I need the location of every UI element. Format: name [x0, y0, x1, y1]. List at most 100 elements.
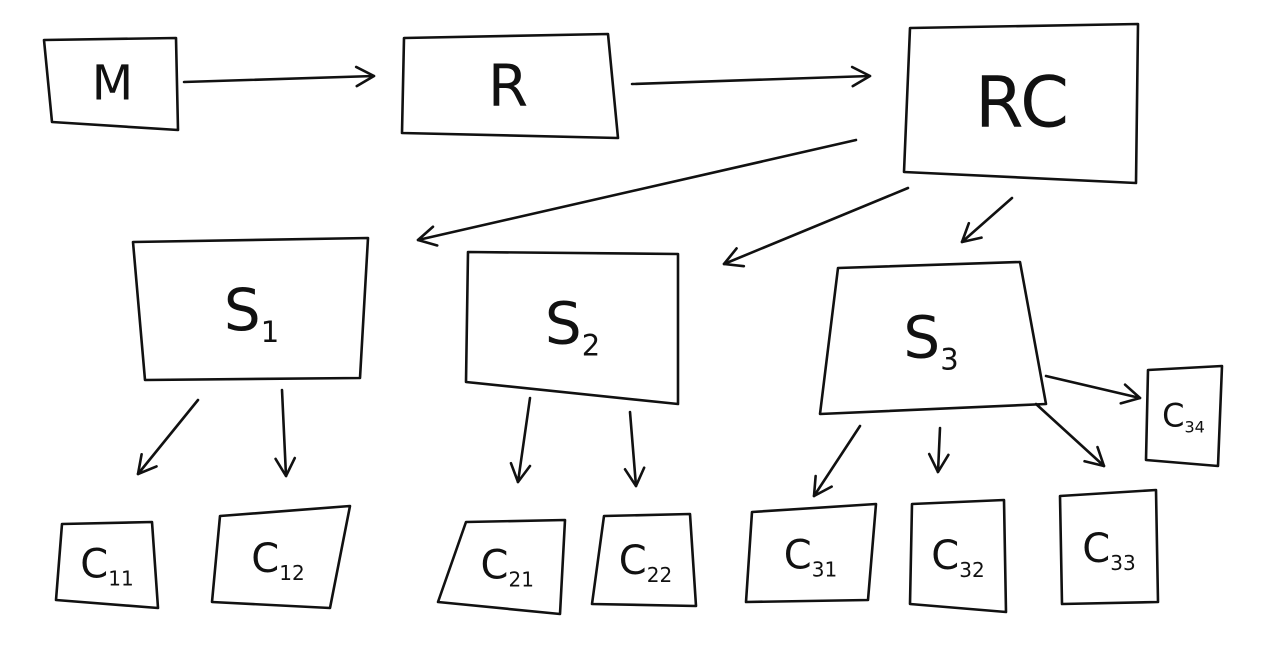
arrow-s3-c31 — [812, 424, 862, 498]
node-label-base: R — [488, 52, 528, 120]
arrow-shaft — [280, 388, 288, 478]
node-s1: S1 — [131, 236, 370, 382]
node-label-base: C — [1162, 397, 1184, 435]
arrow-shaft — [516, 396, 532, 484]
arrow-s3-c34 — [1044, 374, 1142, 405]
arrow-shaft — [630, 74, 872, 86]
node-label-base: M — [92, 55, 133, 111]
arrow-head — [1119, 383, 1142, 405]
arrow-shaft — [1034, 402, 1106, 468]
arrow-s1-c11 — [136, 398, 200, 476]
node-c22: C22 — [590, 512, 698, 608]
node-label: C33 — [1082, 526, 1135, 575]
node-label-base: S — [545, 289, 582, 357]
arrow-rc-s3 — [960, 196, 1014, 244]
node-c31: C31 — [744, 502, 878, 604]
node-box — [54, 520, 160, 610]
arrow-head — [812, 474, 833, 498]
node-label: RC — [975, 61, 1069, 143]
node-c12: C12 — [210, 504, 352, 610]
node-label-subscript: 1 — [261, 315, 279, 349]
arrow-head — [136, 453, 158, 476]
arrow-s3-c32 — [927, 426, 950, 474]
node-label-base: C — [931, 533, 959, 579]
node-label: C12 — [251, 536, 304, 585]
arrow-rc-s2 — [722, 186, 910, 268]
node-label-subscript: 2 — [582, 328, 600, 362]
arrow-shaft — [722, 186, 910, 266]
node-label: C21 — [481, 543, 534, 592]
arrow-head — [623, 466, 646, 488]
node-label: C22 — [619, 538, 672, 587]
arrow-s1-c12 — [274, 388, 297, 478]
node-label-subscript: 34 — [1184, 418, 1204, 437]
arrow-shaft — [960, 196, 1014, 244]
node-box — [464, 250, 680, 406]
node-label: M — [92, 55, 133, 111]
node-c34: C34 — [1144, 364, 1224, 468]
node-label: R — [488, 52, 528, 120]
arrow-head — [416, 225, 439, 247]
node-label-base: C — [251, 536, 279, 582]
arrow-s2-c22 — [623, 410, 646, 488]
arrow-shaft — [628, 410, 638, 488]
arrow-head — [850, 65, 872, 88]
arrow-s3-c33 — [1034, 402, 1106, 468]
node-box — [744, 502, 878, 604]
edges — [136, 65, 1142, 498]
node-label: C32 — [931, 533, 984, 582]
node-box — [436, 518, 567, 616]
node-label-subscript: 11 — [108, 567, 133, 591]
arrow-head — [722, 247, 746, 268]
node-m: M — [42, 36, 180, 132]
node-label-subscript: 33 — [1110, 551, 1135, 575]
node-label-base: C — [481, 543, 509, 589]
arrow-s2-c21 — [509, 396, 532, 484]
arrow-shaft — [812, 424, 862, 498]
node-box — [902, 22, 1140, 185]
node-label: C11 — [80, 542, 133, 591]
node-box — [908, 498, 1008, 614]
node-label-subscript: 12 — [279, 561, 304, 585]
arrow-shaft — [1044, 374, 1142, 400]
arrow-shaft — [936, 426, 942, 474]
node-label-base: C — [1082, 526, 1110, 572]
node-c11: C11 — [54, 520, 160, 610]
node-label-subscript: 31 — [812, 558, 837, 582]
node-label-base: C — [619, 538, 647, 584]
node-label-base: S — [224, 276, 261, 344]
node-box — [400, 32, 620, 140]
node-c21: C21 — [436, 518, 567, 616]
node-label: S1 — [224, 276, 279, 349]
node-label-subscript: 21 — [508, 568, 533, 592]
arrow-rc-s1 — [416, 138, 858, 247]
node-label-subscript: 32 — [959, 558, 984, 582]
node-label: S3 — [903, 303, 958, 376]
node-label-base: C — [80, 542, 108, 588]
node-box — [210, 504, 352, 610]
node-label-subscript: 3 — [940, 342, 958, 376]
arrow-head — [960, 221, 983, 244]
node-rc: RC — [902, 22, 1140, 185]
arrow-head — [354, 65, 376, 88]
node-label-base: RC — [975, 61, 1069, 143]
node-c32: C32 — [908, 498, 1008, 614]
node-box — [131, 236, 370, 382]
node-box — [1144, 364, 1224, 468]
arrow-shaft — [182, 74, 376, 84]
node-label-base: C — [784, 533, 812, 579]
node-s2: S2 — [464, 250, 680, 406]
arrow-shaft — [136, 398, 200, 476]
arrow-head — [1083, 445, 1106, 468]
arrow-m-r — [182, 65, 376, 88]
node-label: C31 — [784, 533, 837, 582]
node-box — [590, 512, 698, 608]
arrow-head — [274, 456, 297, 478]
node-label-subscript: 22 — [647, 563, 672, 587]
arrow-r-rc — [630, 65, 872, 88]
node-label: S2 — [545, 289, 600, 362]
arrow-head — [509, 461, 532, 484]
